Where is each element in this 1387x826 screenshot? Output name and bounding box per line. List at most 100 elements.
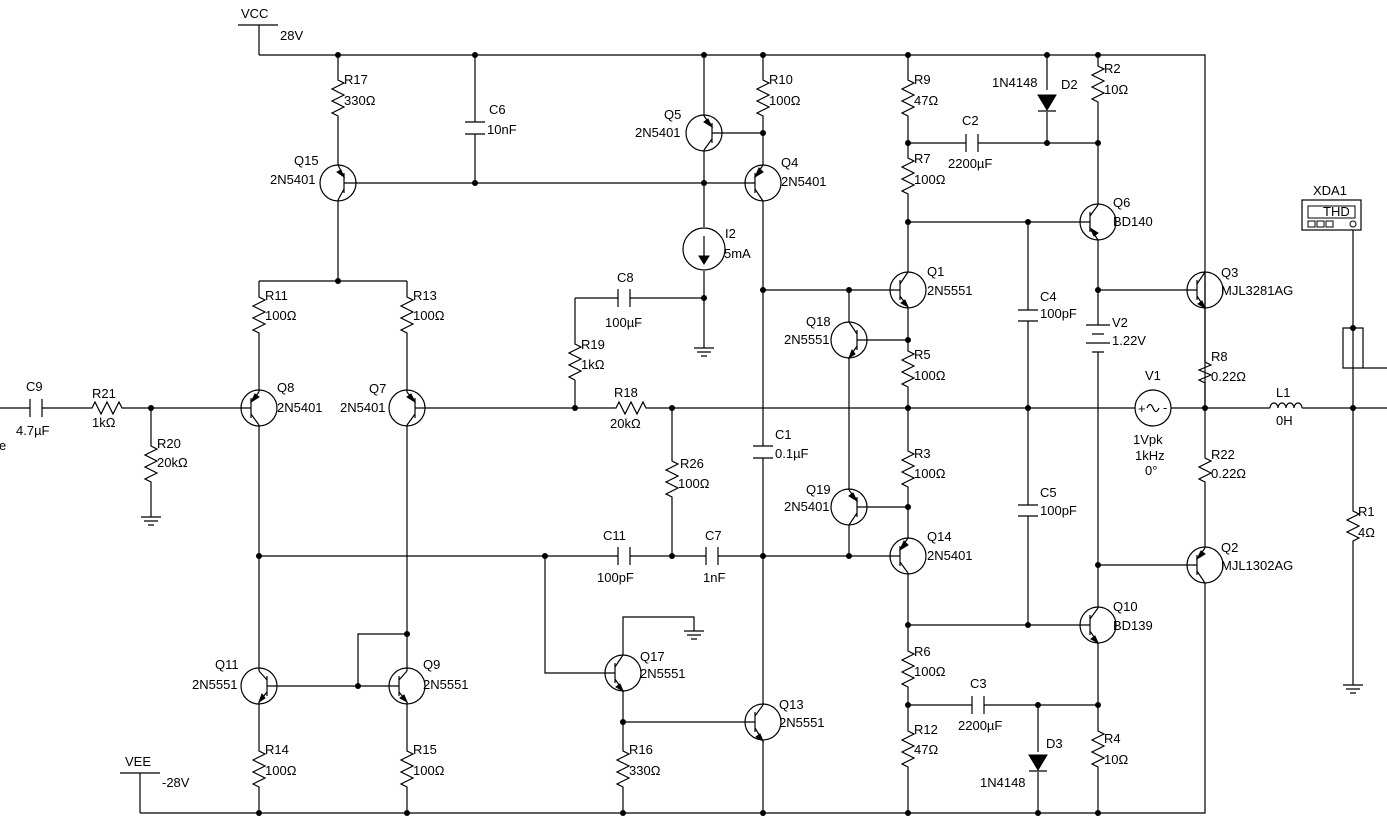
q8-ref: Q8 (277, 380, 294, 395)
q5-ref: Q5 (664, 107, 681, 122)
transistor-q14: Q14 2N5401 (889, 529, 973, 575)
c5-ref: C5 (1040, 485, 1057, 500)
c1-value: 0.1µF (775, 446, 809, 461)
transistor-q11: Q11 2N5551 (192, 657, 278, 705)
r3-ref: R3 (914, 446, 931, 461)
vcc-value: 28V (280, 28, 303, 43)
resistor-r8: R8 0.22Ω (1197, 349, 1246, 385)
c6-value: 10nF (487, 122, 517, 137)
v1-amplitude: 1Vpk (1133, 432, 1163, 447)
resistor-r6: R6 100Ω (900, 644, 946, 690)
capacitor-c6: C6 10nF (465, 102, 517, 137)
v1-phase: 0° (1145, 463, 1157, 478)
resistor-r18: R18 20kΩ (610, 385, 648, 431)
resistor-r15: R15 100Ω (399, 742, 445, 790)
resistor-r17: R17 330Ω (330, 72, 376, 120)
battery-v2: V2 1.22V (1086, 315, 1146, 353)
q19-ref: Q19 (806, 482, 831, 497)
capacitor-c5: C5 100pF (1018, 485, 1077, 518)
q13-part: 2N5551 (779, 715, 825, 730)
diode-d2: 1N4148 D2 (992, 75, 1078, 112)
q13-ref: Q13 (779, 697, 804, 712)
transistor-q18: Q18 2N5551 (784, 314, 868, 360)
junction-dots (148, 52, 1356, 816)
resistor-r12: R12 47Ω (900, 722, 938, 770)
r18-ref: R18 (614, 385, 638, 400)
v1-ref: V1 (1145, 368, 1161, 383)
r26-value: 100Ω (678, 476, 710, 491)
transistor-q19: Q19 2N5401 (784, 482, 868, 526)
c4-value: 100pF (1040, 306, 1077, 321)
resistor-r11: R11 100Ω (251, 288, 297, 337)
capacitor-c9: C9 4.7µF (16, 379, 50, 438)
r4-value: 10Ω (1104, 752, 1128, 767)
c9-ref: C9 (26, 379, 43, 394)
v1-plus-sign: + (1138, 401, 1146, 416)
v1-frequency: 1kHz (1135, 448, 1165, 463)
q8-part: 2N5401 (277, 400, 323, 415)
v2-ref: V2 (1112, 315, 1128, 330)
r9-value: 47Ω (914, 93, 938, 108)
q17-part: 2N5551 (640, 666, 686, 681)
r12-value: 47Ω (914, 742, 938, 757)
q15-part: 2N5401 (270, 172, 316, 187)
inductor-l1: L1 0H (1269, 385, 1303, 428)
capacitor-c1: C1 0.1µF (753, 427, 809, 461)
r1-value: 4Ω (1358, 525, 1375, 540)
c3-ref: C3 (970, 676, 987, 691)
resistor-r26: R26 100Ω (664, 455, 710, 500)
resistor-r4: R4 10Ω (1090, 725, 1128, 770)
xda1-button-2 (1316, 220, 1325, 228)
r5-ref: R5 (914, 347, 931, 362)
capacitor-c4: C4 100pF (1018, 289, 1077, 322)
transistor-q13: Q13 2N5551 (744, 697, 825, 743)
r11-ref: R11 (265, 288, 288, 303)
r14-value: 100Ω (265, 763, 297, 778)
r15-value: 100Ω (413, 763, 445, 778)
resistor-r10: R10 100Ω (755, 72, 801, 118)
r22-ref: R22 (1211, 447, 1235, 462)
r10-ref: R10 (769, 72, 793, 87)
r6-ref: R6 (914, 644, 931, 659)
l1-value: 0H (1276, 413, 1293, 428)
q3-part: MJL3281AG (1221, 283, 1293, 298)
r14-ref: R14 (265, 742, 289, 757)
ground-symbols (141, 347, 1363, 694)
r16-ref: R16 (629, 742, 653, 757)
transistor-q15: Q15 2N5401 (270, 153, 357, 202)
r12-ref: R12 (914, 722, 938, 737)
r13-value: 100Ω (413, 308, 445, 323)
q10-part: BD139 (1113, 618, 1153, 633)
thd-analyzer-xda1[interactable]: THD XDA1 (1301, 183, 1362, 231)
r21-ref: R21 (92, 386, 116, 401)
r19-ref: R19 (581, 337, 605, 352)
current-source-i2: I2 5mA (682, 226, 751, 271)
r9-ref: R9 (914, 72, 931, 87)
resistor-r21: R21 1kΩ (88, 386, 126, 430)
c11-ref: C11 (603, 528, 626, 543)
xda1-button-3 (1325, 220, 1334, 228)
q7-part: 2N5401 (340, 400, 386, 415)
q10-ref: Q10 (1113, 599, 1138, 614)
c6-ref: C6 (489, 102, 506, 117)
vee-name: VEE (125, 754, 151, 769)
q6-ref: Q6 (1113, 195, 1130, 210)
diode-d3: D3 1N4148 (980, 736, 1063, 790)
q11-ref: Q11 (215, 657, 239, 672)
resistor-r20: R20 20kΩ (143, 436, 188, 490)
r2-ref: R2 (1104, 61, 1121, 76)
r11-value: 100Ω (265, 308, 297, 323)
transistor-q10: Q10 BD139 (1079, 599, 1153, 645)
q15-ref: Q15 (294, 153, 319, 168)
i2-value: 5mA (724, 246, 751, 261)
d2-ref: D2 (1061, 77, 1078, 92)
r26-ref: R26 (680, 456, 704, 471)
resistor-r22: R22 0.22Ω (1197, 447, 1246, 490)
c1-ref: C1 (775, 427, 792, 442)
c11-value: 100pF (597, 570, 634, 585)
q17-ref: Q17 (640, 649, 665, 664)
capacitor-c3: C3 2200µF (958, 676, 1002, 733)
xda1-display: THD (1323, 204, 1350, 219)
q4-ref: Q4 (781, 155, 798, 170)
r6-value: 100Ω (914, 664, 946, 679)
